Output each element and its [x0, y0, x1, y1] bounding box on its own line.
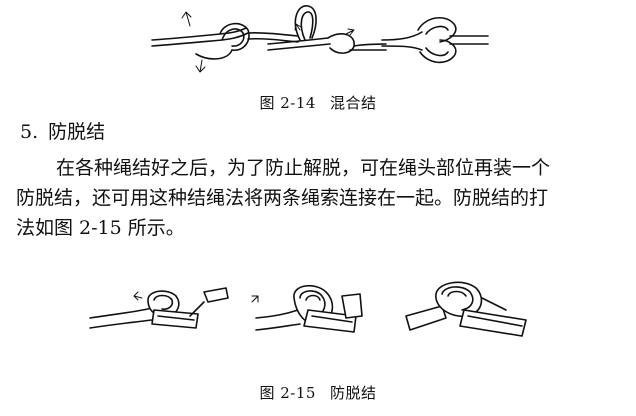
figure-number: 图 2-14 [259, 94, 316, 112]
section-title: 防脱结 [48, 121, 106, 143]
section-heading: 5. 防脱结 [20, 117, 105, 144]
figure-number: 图 2-15 [259, 384, 316, 402]
figure-2-14-illustration [150, 0, 490, 85]
mixed-knot-step2-drawing [267, 5, 387, 54]
anti-slip-knot-step1-drawing [89, 287, 229, 329]
figure-2-15-caption: 图 2-15 防脱结 [0, 382, 636, 403]
anti-slip-knot-step3-drawing [405, 281, 527, 337]
body-paragraph: 在各种绳结好之后，为了防止解脱，可在绳头部位再装一个 防脱结，还可用这种结绳法将… [16, 153, 620, 243]
figure-title: 混合结 [329, 94, 377, 112]
mixed-knot-step1-drawing [151, 11, 299, 73]
paragraph-line: 法如图 2-15 所示。 [16, 217, 185, 239]
section-number: 5. [20, 121, 39, 143]
anti-slip-knot-step2-drawing [251, 285, 363, 333]
figure-title: 防脱结 [329, 384, 377, 402]
paragraph-line: 在各种绳结好之后，为了防止解脱，可在绳头部位再装一个 [56, 157, 551, 179]
mixed-knot-step3-drawing [381, 17, 489, 64]
figure-2-15-illustration [86, 276, 556, 356]
paragraph-line: 防脱结，还可用这种结绳法将两条绳索连接在一起。防脱结的打 [16, 187, 549, 209]
figure-2-14-caption: 图 2-14 混合结 [0, 92, 636, 113]
